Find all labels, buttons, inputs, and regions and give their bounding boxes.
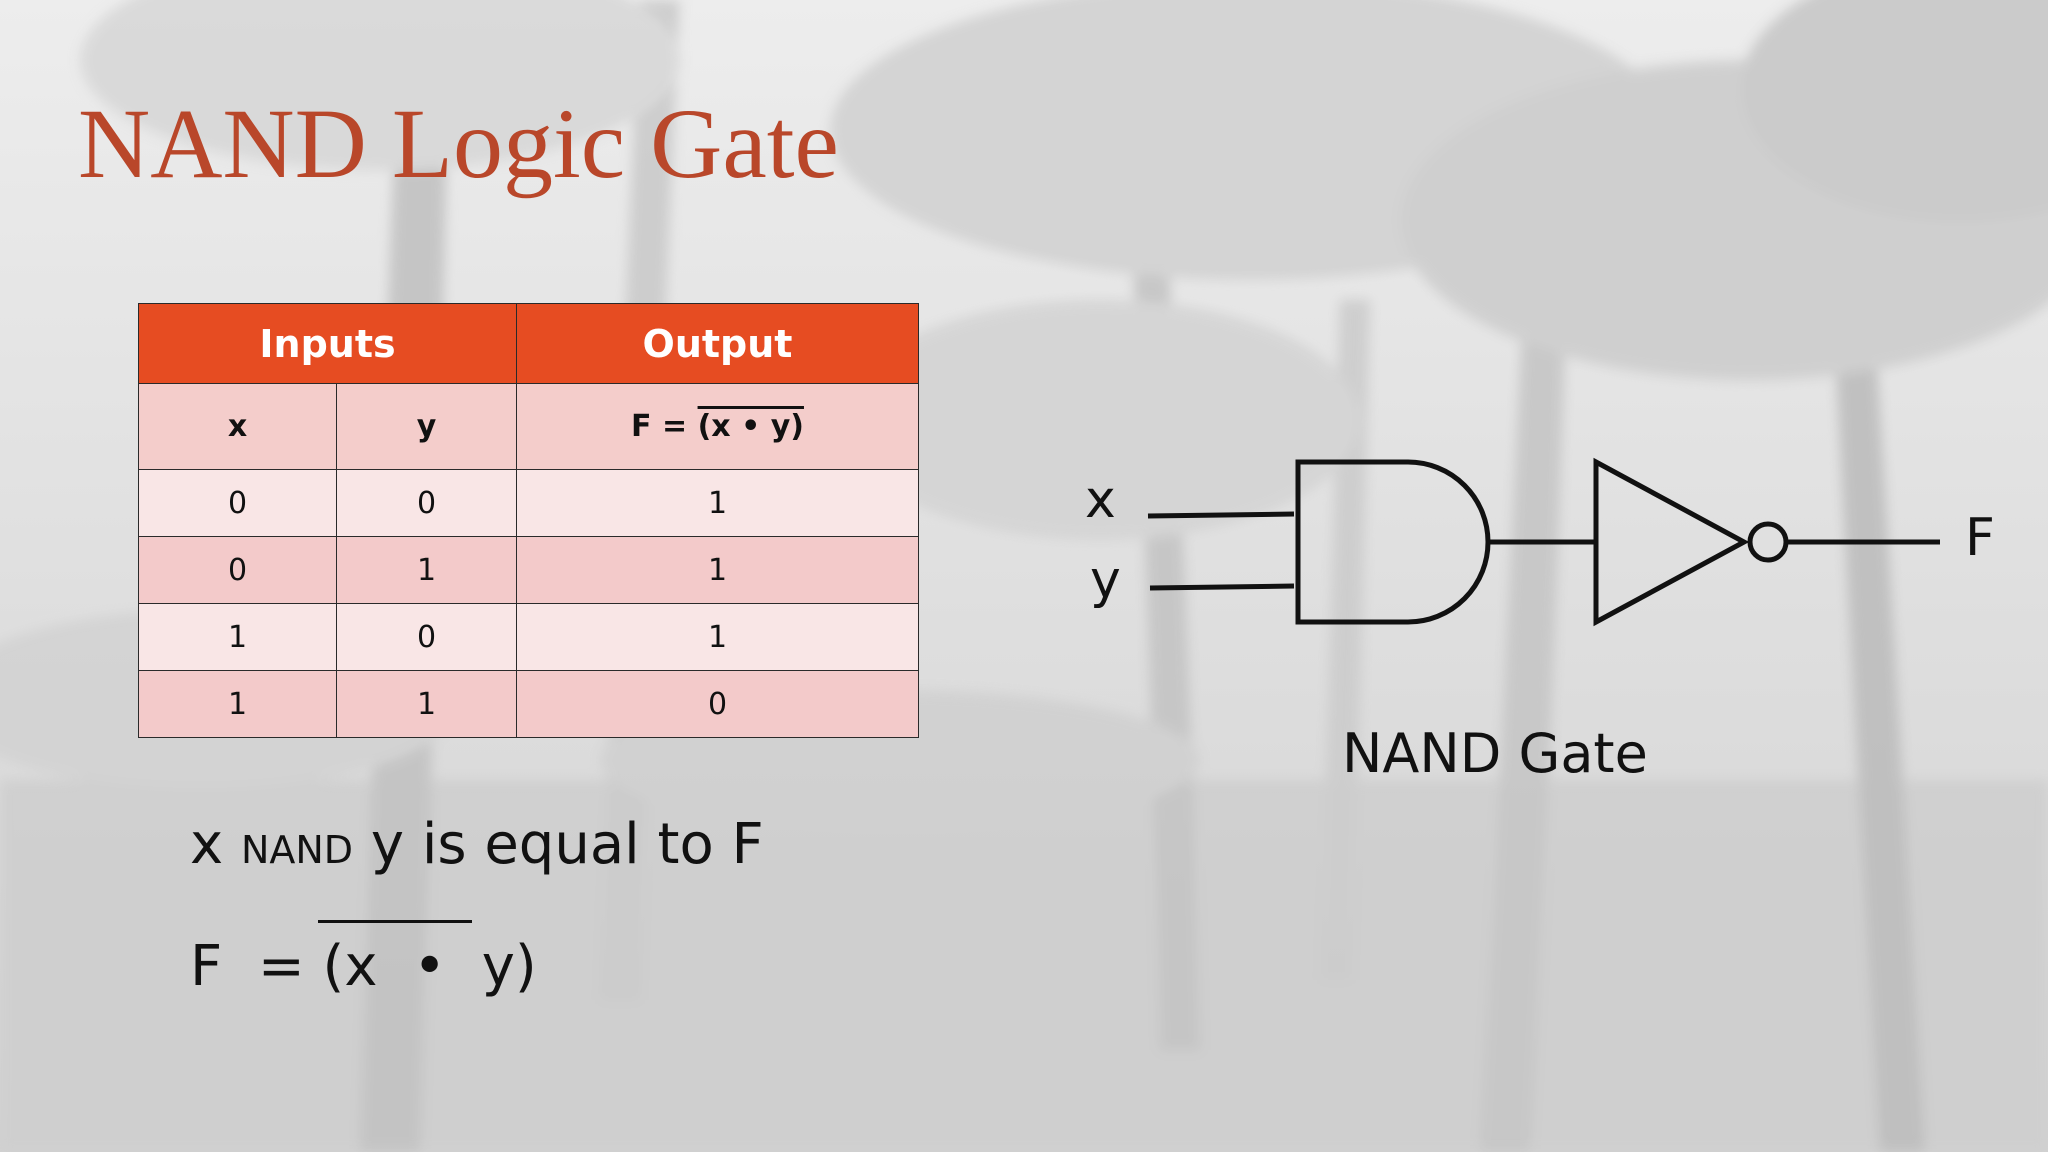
formula-lhs: F = (190, 934, 305, 999)
formula-overline (318, 920, 472, 923)
statement-x: x (190, 812, 224, 877)
inputs-header: Inputs (138, 303, 517, 384)
cell-y: 1 (336, 670, 517, 738)
inversion-bubble-icon (1747, 521, 1789, 563)
input-y-wire (1149, 583, 1295, 591)
cell-x: 0 (138, 536, 337, 604)
cell-x: 1 (138, 670, 337, 738)
table-row: 0 1 1 (138, 536, 919, 604)
table-row: 1 0 1 (138, 603, 919, 671)
cell-x: 1 (138, 603, 337, 671)
cell-f: 1 (516, 536, 919, 604)
statement-rest: y is equal to F (370, 812, 764, 877)
table-row: 0 0 1 (138, 469, 919, 537)
slide-title: NAND Logic Gate (78, 88, 839, 199)
truth-table: Inputs Output x y F = (x • y) 0 0 1 0 1 … (138, 303, 919, 738)
truth-table-header-row: Inputs Output (138, 303, 919, 384)
cell-y: 1 (336, 536, 517, 604)
column-f-expression: (x • y) (697, 409, 804, 444)
truth-table-column-row: x y F = (x • y) (138, 383, 919, 470)
column-f-header: F = (x • y) (516, 383, 919, 470)
nand-statement: x NAND y is equal to F (190, 812, 764, 877)
statement-operator: NAND (240, 828, 354, 872)
and-gate-icon (1295, 459, 1491, 625)
formula-rhs: (x • y) (322, 934, 537, 999)
gate-output-label: F (1965, 508, 1995, 568)
gate-input-y-label: y (1090, 550, 1121, 610)
nand-formula: F = (x • y) (190, 920, 537, 999)
cell-y: 0 (336, 603, 517, 671)
cell-y: 0 (336, 469, 517, 537)
cell-f: 1 (516, 469, 919, 537)
column-x-header: x (138, 383, 337, 470)
cell-f: 1 (516, 603, 919, 671)
column-f-prefix: F = (631, 409, 698, 444)
gate-caption: NAND Gate (1342, 722, 1648, 785)
gate-input-x-label: x (1085, 470, 1116, 530)
buffer-triangle-icon (1593, 457, 1750, 627)
column-y-header: y (336, 383, 517, 470)
table-row: 1 1 0 (138, 670, 919, 738)
nand-gate-diagram (1147, 457, 1940, 627)
input-x-wire (1147, 511, 1295, 519)
output-header: Output (516, 303, 919, 384)
cell-f: 0 (516, 670, 919, 738)
cell-x: 0 (138, 469, 337, 537)
